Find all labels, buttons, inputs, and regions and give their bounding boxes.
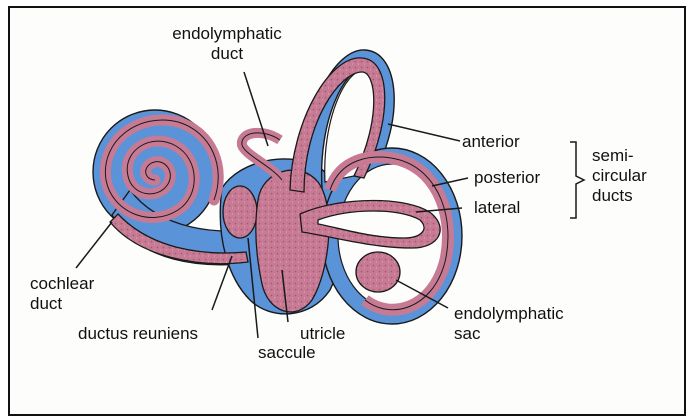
label-anterior: anterior [462, 132, 520, 152]
label-posterior: posterior [474, 168, 540, 188]
leader-cochlear-duct [76, 222, 112, 268]
label-ductus-reuniens: ductus reuniens [78, 324, 198, 344]
leader-anterior [388, 124, 460, 141]
label-saccule: saccule [258, 343, 316, 363]
label-cochlear-duct: cochlear duct [30, 274, 94, 314]
label-lateral: lateral [474, 198, 520, 218]
label-semicircular-ducts: semi- circular ducts [592, 146, 647, 206]
label-endolymphatic-sac: endolymphatic sac [454, 304, 564, 344]
endolymphatic-sac-body [356, 252, 400, 292]
semicircular-brace [570, 142, 584, 218]
saccule-body [223, 186, 257, 238]
label-endolymphatic-duct: endolymphatic duct [142, 24, 312, 64]
label-utricle: utricle [300, 324, 345, 344]
